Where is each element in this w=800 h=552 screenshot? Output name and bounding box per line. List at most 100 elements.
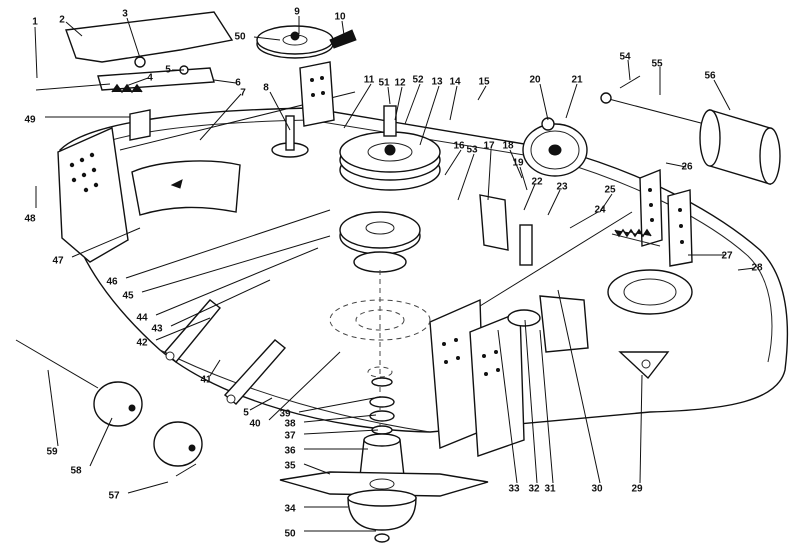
left-pulley <box>256 25 357 158</box>
callout-label-c6: 6 <box>235 78 241 89</box>
callout-label-c5: 5 <box>165 65 171 76</box>
callout-label-c3: 3 <box>122 9 128 20</box>
right-side-plates <box>607 168 693 380</box>
callout-label-c57: 57 <box>108 491 120 502</box>
callout-label-c59: 59 <box>46 447 58 458</box>
leader-line-c50a <box>253 36 281 41</box>
callout-label-c33: 33 <box>508 484 520 495</box>
leader-line-c28 <box>737 267 756 271</box>
leader-line-c16 <box>444 149 462 176</box>
leader-line-c47 <box>71 227 141 258</box>
leader-line-c23 <box>547 189 561 216</box>
callout-label-c11: 11 <box>364 75 375 86</box>
leader-line-c25 <box>599 193 613 213</box>
leader-line-c56 <box>713 79 731 111</box>
leader-line-c45 <box>141 235 331 293</box>
leader-line-c8 <box>269 91 291 131</box>
leader-line-c17 <box>487 149 492 201</box>
right-pulley <box>479 117 588 266</box>
leader-line-c31 <box>539 329 554 484</box>
leader-line-c42 <box>155 317 211 341</box>
callout-label-c46: 46 <box>106 277 118 288</box>
leader-line-c29 <box>639 374 643 484</box>
leader-line-c51 <box>387 86 391 105</box>
deck-housing <box>59 107 789 433</box>
leader-line-c19 <box>519 166 528 191</box>
leader-line-c20 <box>539 83 549 121</box>
callout-label-c40: 40 <box>249 419 261 430</box>
leader-line-c53 <box>457 153 475 201</box>
gauge-wheel-arms <box>164 299 287 405</box>
callout-label-c50a: 50 <box>234 32 246 43</box>
callout-label-c9: 9 <box>294 7 300 18</box>
callout-label-c1: 1 <box>32 17 38 28</box>
leader-line-c24 <box>569 211 599 229</box>
callout-label-c14: 14 <box>449 77 461 88</box>
rear-roller <box>600 75 781 185</box>
callout-label-c32: 32 <box>528 484 540 495</box>
callout-leaders <box>34 16 756 532</box>
leader-line-c38 <box>303 414 377 423</box>
callout-label-c5b: 5 <box>243 408 249 419</box>
leader-line-c22 <box>523 183 536 211</box>
leader-line-c35 <box>303 463 331 475</box>
callout-label-c45: 45 <box>122 291 134 302</box>
callout-label-c30: 30 <box>591 484 603 495</box>
leader-line-c5b <box>249 397 273 411</box>
callout-label-c44: 44 <box>136 313 148 324</box>
leader-line-c37 <box>303 429 379 435</box>
callout-label-c53: 53 <box>466 145 478 156</box>
leader-line-c46 <box>125 209 331 279</box>
callout-label-c13: 13 <box>431 77 443 88</box>
cross-rod <box>119 61 633 307</box>
callout-label-c8: 8 <box>263 83 269 94</box>
blade-adapter <box>347 489 417 543</box>
leader-line-c11 <box>343 83 372 129</box>
gauge-wheels <box>15 339 203 477</box>
callout-label-c10: 10 <box>334 12 346 23</box>
leader-line-c33 <box>497 329 518 484</box>
front-baffle <box>131 160 241 216</box>
leader-line-c32 <box>524 319 538 484</box>
callout-label-c39: 39 <box>279 409 291 420</box>
callout-label-c24: 24 <box>594 205 606 216</box>
callout-label-c22: 22 <box>531 177 543 188</box>
rear-plates <box>429 295 589 457</box>
callout-label-c52: 52 <box>412 75 424 86</box>
leader-line-c15 <box>477 85 487 101</box>
callout-label-c49: 49 <box>24 115 36 126</box>
callout-label-c51: 51 <box>378 78 390 89</box>
leader-line-c57 <box>127 481 169 494</box>
left-side-plate <box>57 126 129 263</box>
leader-line-c14 <box>449 85 458 121</box>
callout-label-c50b: 50 <box>284 529 296 540</box>
callout-label-c36: 36 <box>284 446 296 457</box>
callout-label-c28: 28 <box>751 263 763 274</box>
leader-line-c3 <box>126 17 141 59</box>
callout-label-c25: 25 <box>604 185 616 196</box>
leader-line-c10 <box>341 20 346 43</box>
leader-line-c39 <box>298 397 375 413</box>
leader-line-c58 <box>89 417 113 467</box>
callout-label-c43: 43 <box>151 324 163 335</box>
center-spindle <box>339 105 441 273</box>
callout-label-c31: 31 <box>544 484 556 495</box>
callout-label-c21: 21 <box>571 75 583 86</box>
callout-label-c2: 2 <box>59 15 65 26</box>
callout-label-c27: 27 <box>721 251 733 262</box>
callout-label-c56: 56 <box>704 71 716 82</box>
callout-label-c7: 7 <box>240 88 246 99</box>
callout-label-c47: 47 <box>52 256 64 267</box>
leader-line-c21 <box>565 83 578 119</box>
callout-label-c16: 16 <box>453 141 465 152</box>
callout-label-c23: 23 <box>556 182 568 193</box>
callout-label-c29: 29 <box>631 484 643 495</box>
leader-line-c43 <box>170 279 271 327</box>
leader-line-c7 <box>199 93 242 141</box>
leader-line-c26 <box>665 162 687 168</box>
callout-label-c41: 41 <box>200 375 212 386</box>
leader-line-c52 <box>404 83 421 125</box>
leader-line-c54 <box>627 59 631 81</box>
leader-line-c6 <box>213 79 237 84</box>
